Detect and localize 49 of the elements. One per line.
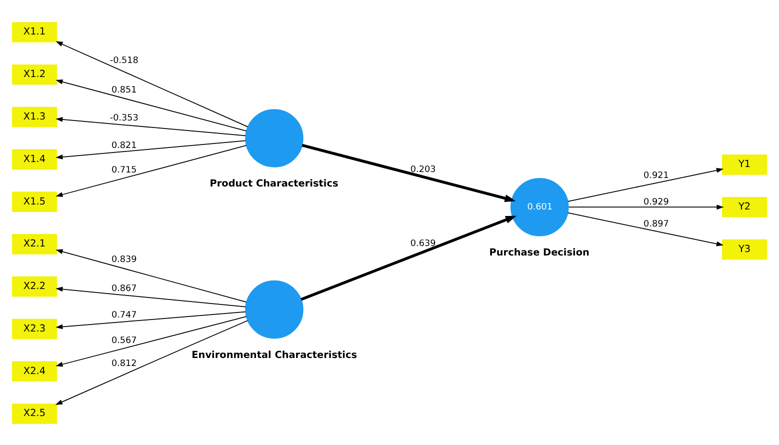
arrow bbox=[56, 316, 247, 366]
arrow bbox=[56, 78, 247, 131]
arrow bbox=[56, 144, 247, 196]
edge-label: 0.929 bbox=[644, 196, 669, 207]
node-label: Purchase Decision bbox=[489, 247, 590, 258]
node-box: X1.4 bbox=[12, 148, 57, 170]
arrow bbox=[55, 320, 248, 404]
node-box: X1.1 bbox=[12, 22, 57, 42]
arrow bbox=[56, 310, 246, 329]
edge-label: 0.747 bbox=[111, 310, 137, 320]
edge-label: 0.639 bbox=[410, 238, 436, 248]
edge-label: -0.353 bbox=[110, 113, 138, 124]
edge-label: 0.821 bbox=[111, 140, 137, 150]
node-box: X2.4 bbox=[12, 360, 57, 382]
node-box: X2.3 bbox=[12, 318, 57, 339]
edge-label: 0.567 bbox=[111, 336, 137, 346]
node-box: Y2 bbox=[722, 196, 768, 217]
edge-label: 0.867 bbox=[111, 284, 137, 294]
node-box: X1.3 bbox=[12, 106, 57, 127]
edge-label: 0.839 bbox=[111, 254, 137, 264]
node-box: X1.5 bbox=[12, 191, 57, 212]
arrow bbox=[56, 40, 248, 127]
node-circle bbox=[245, 280, 304, 338]
node-label: Environmental Characteristics bbox=[192, 349, 357, 360]
arrow bbox=[56, 140, 246, 159]
node-label: Product Characteristics bbox=[210, 178, 338, 190]
arrow bbox=[56, 286, 246, 307]
edge-label: 0.921 bbox=[644, 170, 669, 180]
node-box: Y3 bbox=[722, 238, 768, 260]
node-box: X2.5 bbox=[12, 403, 57, 424]
edge-label: 0.203 bbox=[410, 164, 436, 174]
edge-label: 0.851 bbox=[111, 84, 137, 95]
edge-label: 0.715 bbox=[111, 165, 137, 176]
node-box: X2.1 bbox=[12, 234, 57, 254]
arrow bbox=[300, 215, 517, 300]
node-box: X1.2 bbox=[12, 64, 57, 84]
edge-label: -0.518 bbox=[110, 56, 138, 66]
arrow bbox=[567, 212, 724, 246]
node-circle bbox=[245, 108, 304, 167]
node-circle: 0.601 bbox=[510, 177, 569, 236]
arrow bbox=[567, 167, 724, 202]
arrow bbox=[568, 204, 724, 210]
node-box: X2.2 bbox=[12, 276, 57, 296]
arrow bbox=[302, 143, 516, 202]
arrow bbox=[56, 248, 247, 302]
edge-label: 0.812 bbox=[111, 358, 137, 369]
arrow bbox=[56, 116, 246, 136]
node-box: Y1 bbox=[722, 154, 768, 174]
edge-label: 0.897 bbox=[644, 219, 669, 230]
